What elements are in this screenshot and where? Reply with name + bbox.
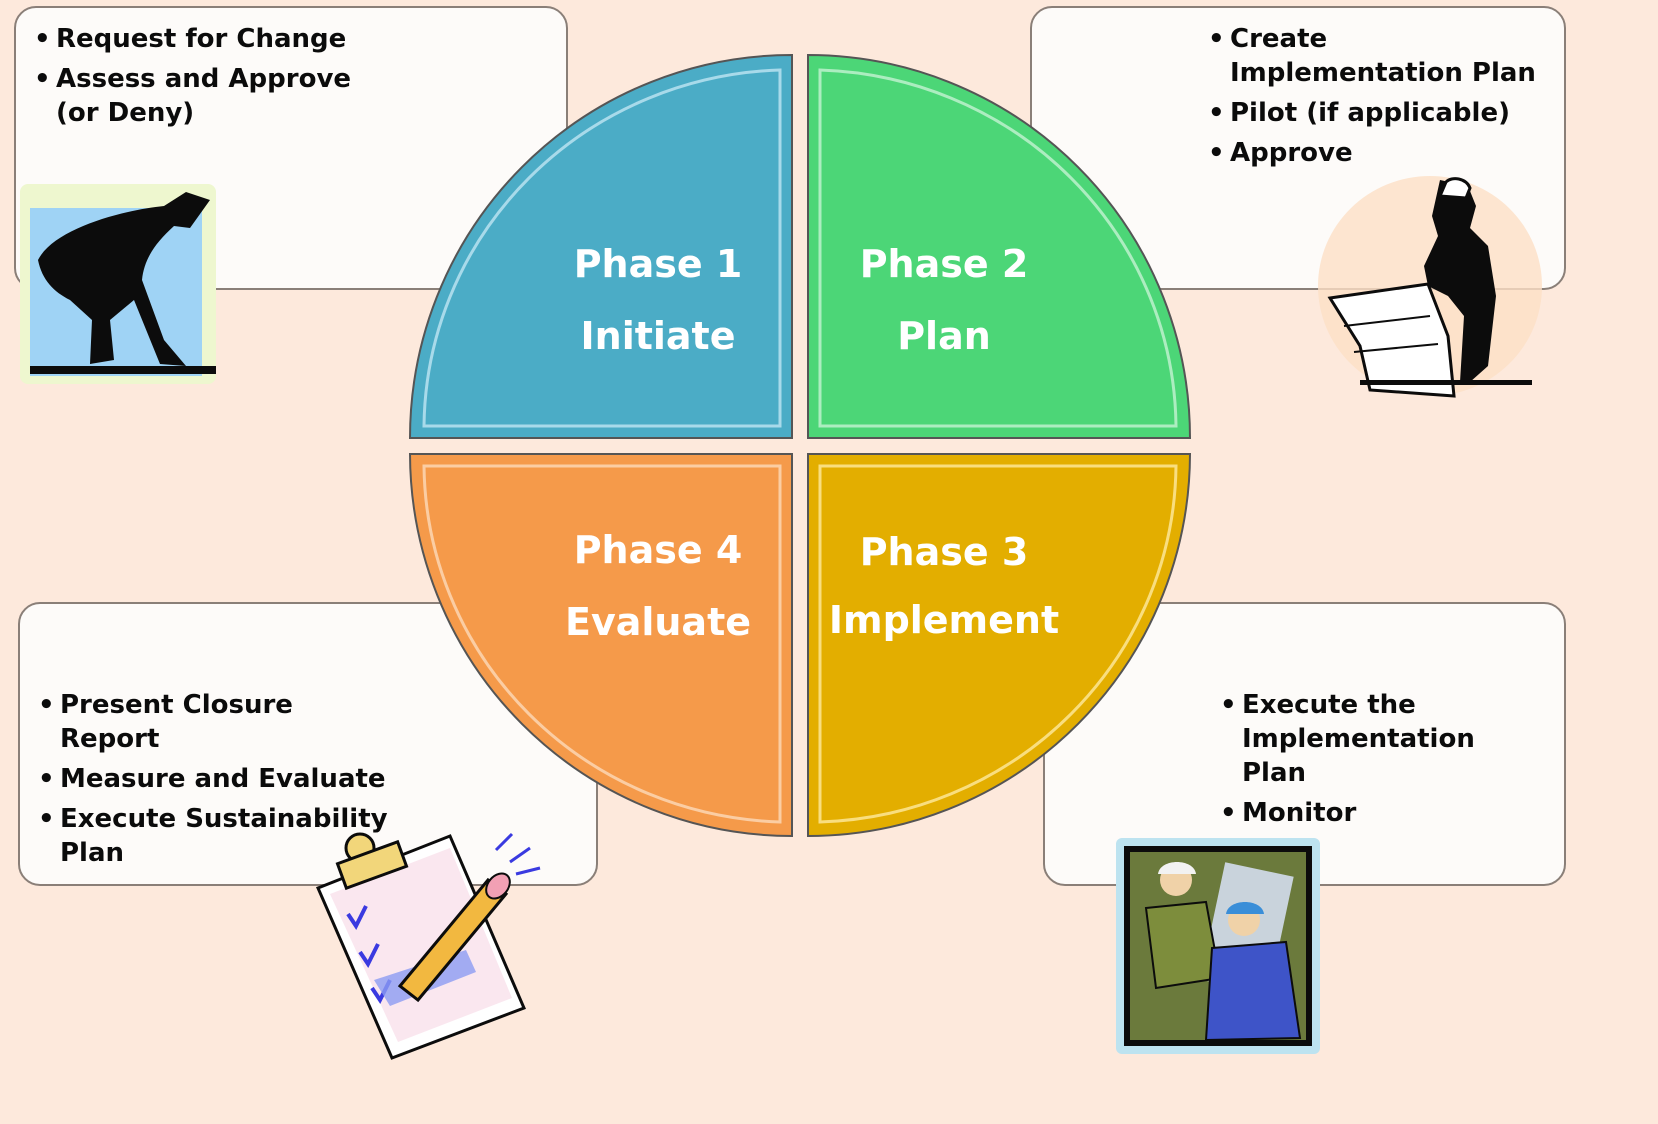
list-item: Assess and Approve (or Deny) [34,62,364,130]
implement-bullet-list: Execute the Implementation Plan Monitor [1220,688,1540,836]
list-item: Request for Change [34,22,364,56]
phase-4-quadrant [408,453,793,838]
list-item: Execute Sustainability Plan [38,802,398,870]
list-item: Execute the Implementation Plan [1220,688,1540,790]
checklist-pencil-icon [316,832,541,1060]
phase-4-number: Phase 4 [573,528,743,572]
phase-2-label: Phase 2 Plan [814,242,1074,358]
phase-3-number: Phase 3 [859,530,1029,574]
construction-workers-icon [1116,838,1320,1054]
list-item: Measure and Evaluate [38,762,398,796]
list-item: Pilot (if applicable) [1208,96,1548,130]
phase-1-name: Initiate [580,314,736,358]
phase-3-name: Implement [828,598,1060,642]
phase-2-quadrant [807,53,1192,439]
phase-4-label: Phase 4 Evaluate [528,528,788,644]
phase-cycle-diagram [20,53,1542,1060]
phase-1-number: Phase 1 [573,242,743,286]
list-item: Create Implementation Plan [1208,22,1548,90]
plan-bullet-list: Create Implementation Plan Pilot (if app… [1208,22,1548,176]
evaluate-bullet-list: Present Closure Report Measure and Evalu… [38,688,398,876]
phase-2-name: Plan [897,314,991,358]
list-item: Monitor [1220,796,1540,830]
initiate-bullet-list: Request for Change Assess and Approve (o… [34,22,364,136]
phase-1-quadrant [408,53,793,439]
phase-4-name: Evaluate [564,600,752,644]
phase-3-quadrant [807,453,1192,838]
worker-bending-icon [20,184,216,384]
phase-3-label: Phase 3 Implement [814,530,1074,642]
list-item: Present Closure Report [38,688,398,756]
engineer-with-blueprint-icon [1318,176,1542,398]
phase-1-label: Phase 1 Initiate [528,242,788,358]
list-item: Approve [1208,136,1548,170]
phase-2-number: Phase 2 [859,242,1029,286]
